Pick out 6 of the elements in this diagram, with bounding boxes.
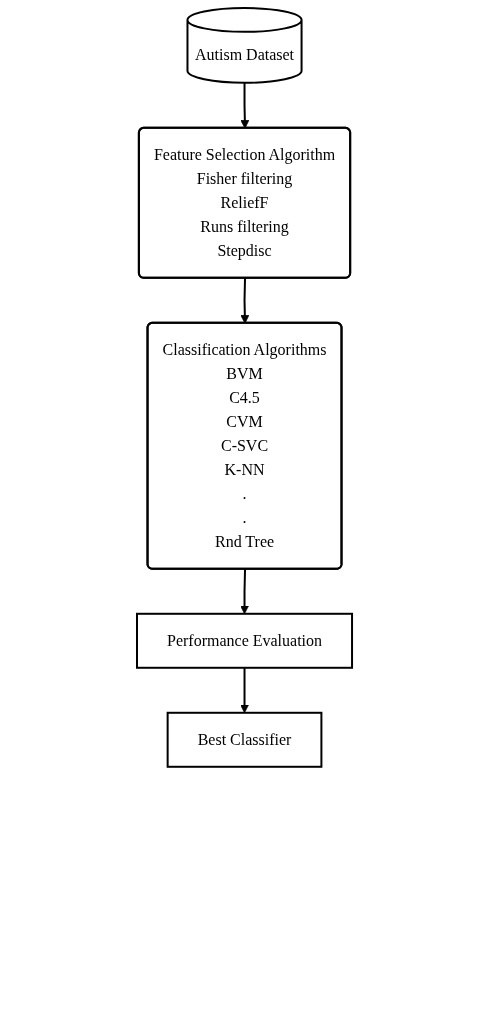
arrow [240, 277, 250, 324]
arrow [240, 568, 250, 615]
node-box: Performance Evaluation [136, 612, 354, 669]
node-box: Best Classifier [167, 711, 323, 768]
arrow [240, 81, 250, 129]
arrow [240, 666, 250, 714]
